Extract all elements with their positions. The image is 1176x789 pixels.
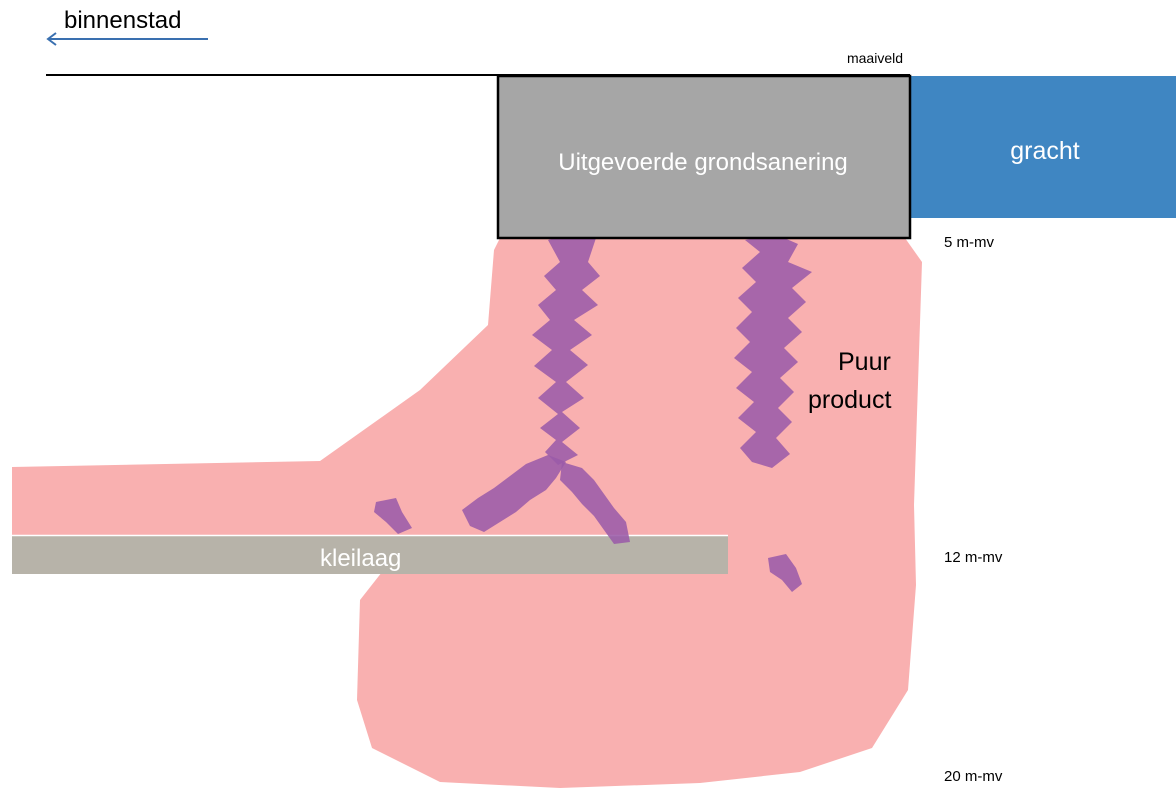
canal-label: gracht <box>1010 137 1080 165</box>
pure-product-label-line2: product <box>808 386 891 414</box>
direction-label: binnenstad <box>64 7 181 34</box>
pure-product-label-line1: Puur <box>838 348 891 376</box>
direction-arrow-icon <box>48 33 208 45</box>
depth-label-12m: 12 m-mv <box>944 549 1003 566</box>
depth-label-20m: 20 m-mv <box>944 768 1003 785</box>
excavation-label: Uitgevoerde grondsanering <box>558 149 848 176</box>
depth-label-5m: 5 m-mv <box>944 234 994 251</box>
surface-label: maaiveld <box>847 50 903 66</box>
clay-label: kleilaag <box>320 545 401 572</box>
